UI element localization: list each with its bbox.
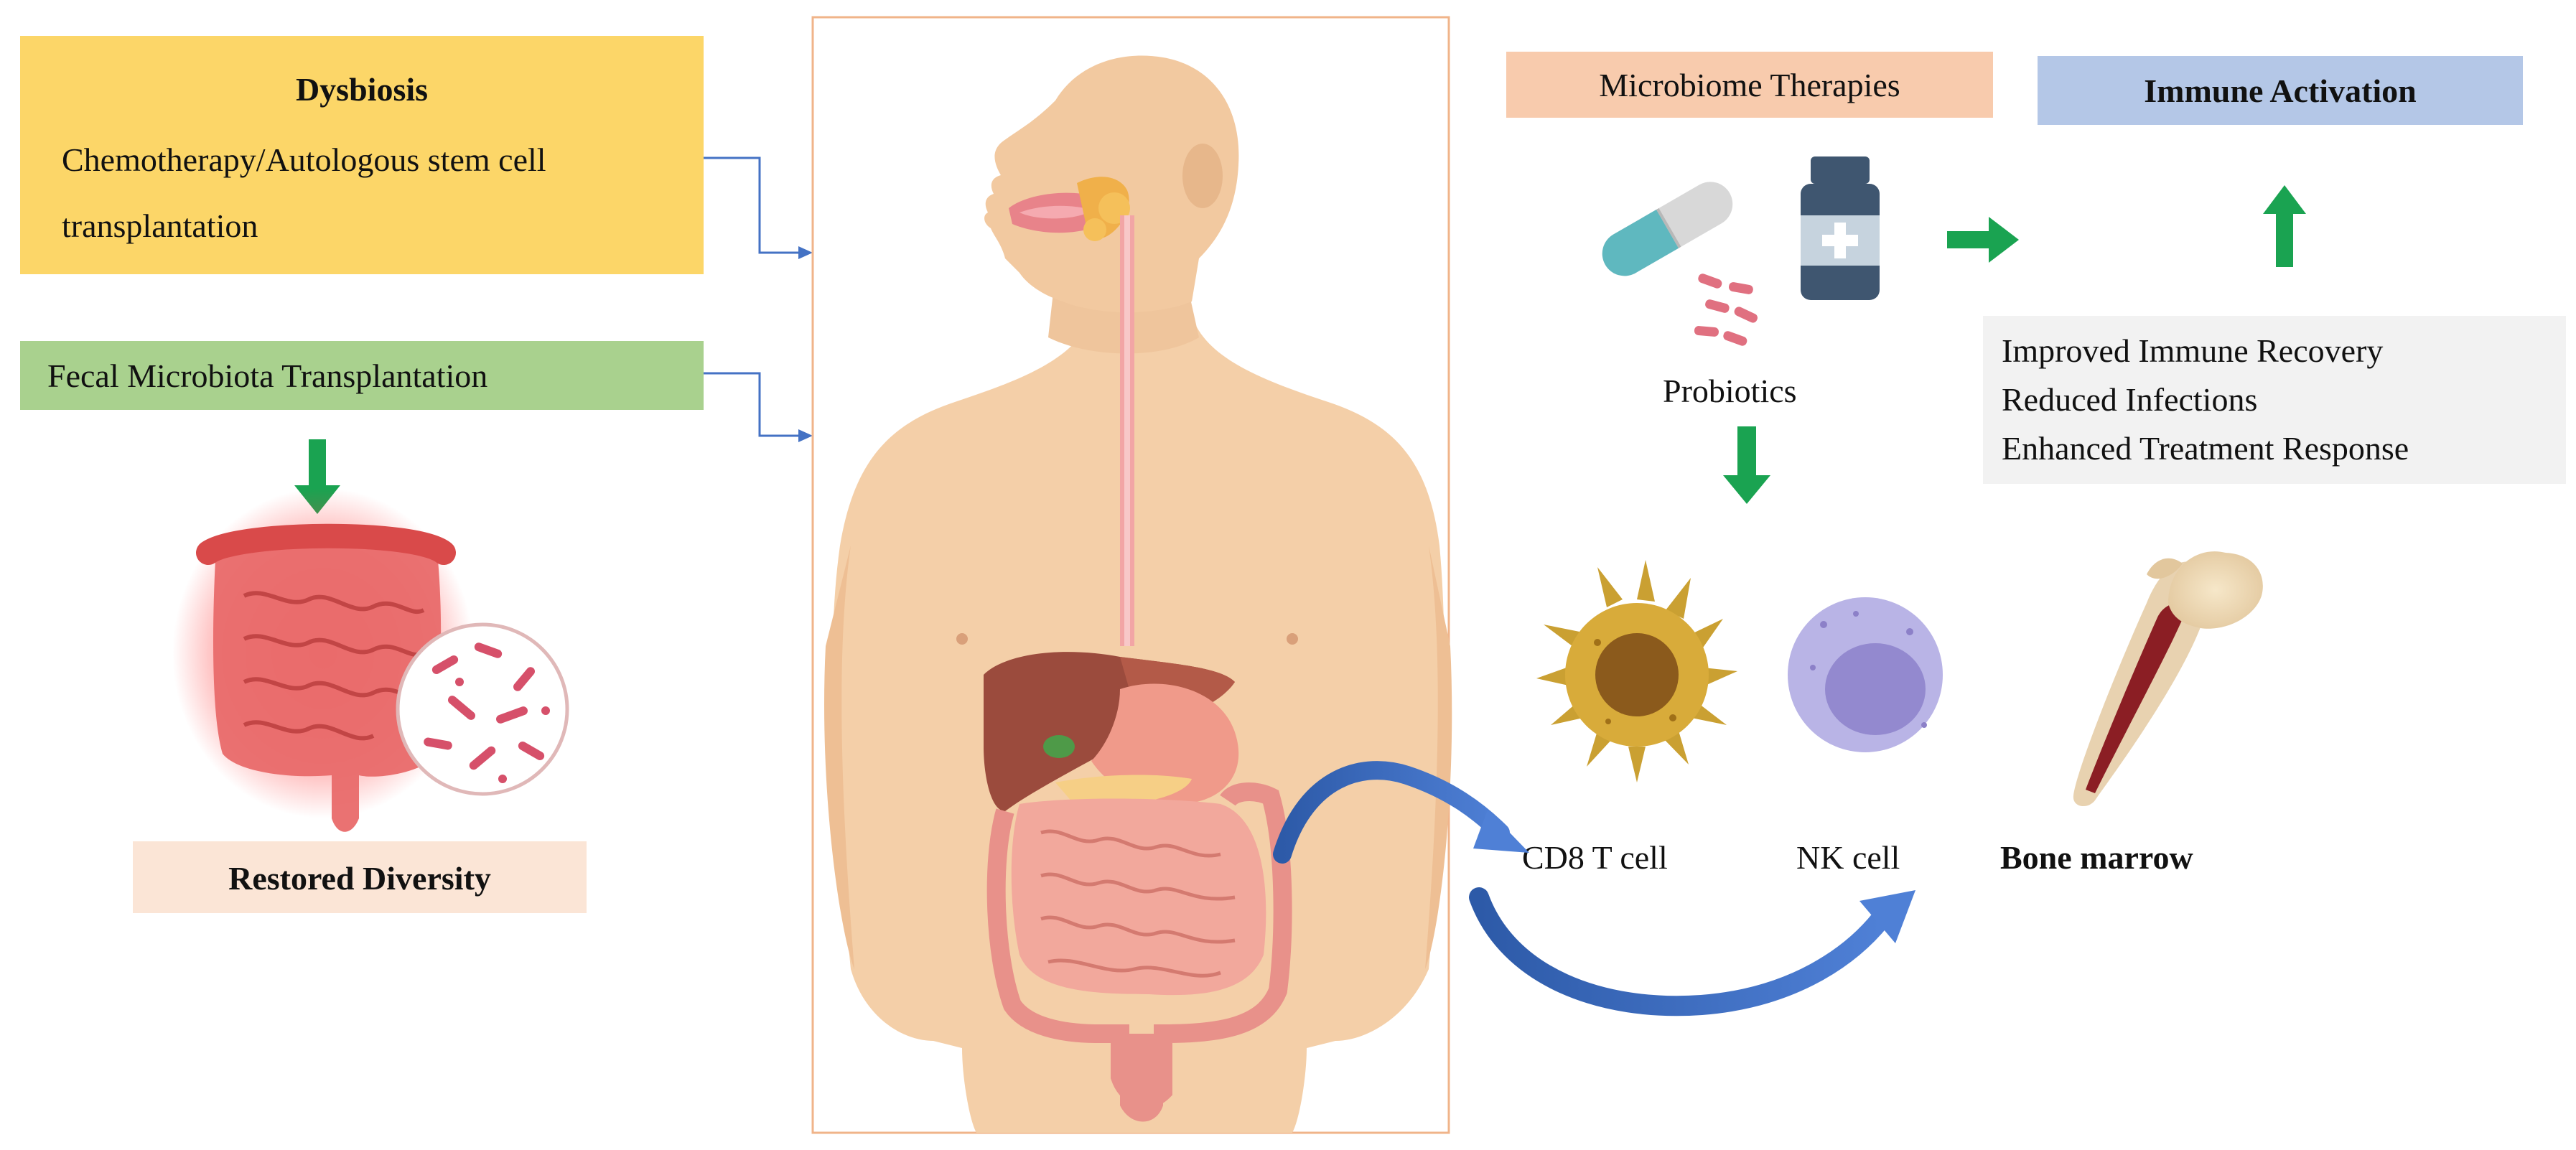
restored-diversity-box: Restored Diversity <box>133 841 587 913</box>
cd8-t-cell-icon <box>1536 560 1737 782</box>
microbiota-magnifier-illustration <box>396 622 569 796</box>
connector-dysbiosis <box>704 156 813 259</box>
immune-activation-box: Immune Activation <box>2038 56 2523 125</box>
right-arrow-to-immune <box>1947 217 2019 263</box>
cd8-t-cell-label: CD8 T cell <box>1522 839 1668 876</box>
curved-arrow-to-cd8 <box>1273 761 1529 864</box>
medicine-bottle-icon <box>1801 156 1880 300</box>
bone-marrow-label: Bone marrow <box>2000 839 2193 876</box>
microbiome-therapies-box: Microbiome Therapies <box>1506 52 1993 118</box>
probiotics-label: Probiotics <box>1663 373 1797 409</box>
dysbiosis-line-2: transplantation <box>62 207 258 244</box>
fmt-box: Fecal Microbiota Transplantation <box>20 341 704 410</box>
dysbiosis-line-1: Chemotherapy/Autologous stem cell <box>62 141 546 178</box>
digestive-organs-illustration <box>984 652 1292 1122</box>
probiotic-bacteria-icon <box>1694 274 1758 346</box>
connector-fmt <box>704 372 813 442</box>
bone-marrow-icon <box>2073 551 2263 807</box>
benefit-item-1: Improved Immune Recovery <box>2002 332 2384 369</box>
benefits-box: Improved Immune Recovery Reduced Infecti… <box>1983 316 2566 484</box>
up-arrow-immune <box>2263 185 2306 267</box>
benefit-item-3: Enhanced Treatment Response <box>2002 430 2409 467</box>
dysbiosis-box: Dysbiosis Chemotherapy/Autologous stem c… <box>20 36 704 274</box>
microbiome-therapies-label: Microbiome Therapies <box>1599 67 1900 103</box>
oral-cavity-illustration <box>1009 177 1130 241</box>
dysbiosis-title: Dysbiosis <box>295 71 429 108</box>
inflamed-intestine-illustration <box>172 488 474 832</box>
nk-cell-icon <box>1788 597 1943 752</box>
nk-cell-label: NK cell <box>1796 839 1900 876</box>
benefit-item-2: Reduced Infections <box>2002 381 2258 418</box>
fmt-label: Fecal Microbiota Transplantation <box>47 357 488 394</box>
restored-diversity-label: Restored Diversity <box>228 860 491 897</box>
capsule-icon <box>1602 182 1733 276</box>
immune-activation-label: Immune Activation <box>2144 73 2417 109</box>
down-arrow-probiotics <box>1723 426 1770 504</box>
curved-arrow-to-nk <box>1469 887 1915 1016</box>
